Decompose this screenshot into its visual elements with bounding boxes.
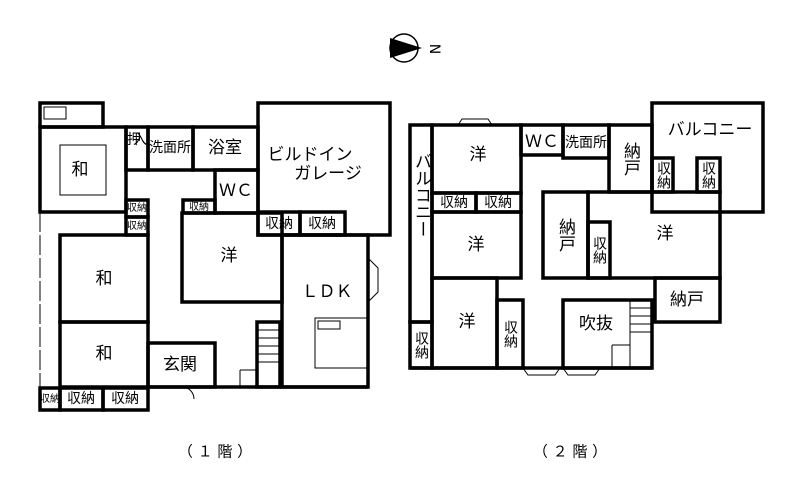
- label-nando-2: 納戸: [555, 218, 576, 252]
- label-storage: 収納: [40, 392, 60, 405]
- floor-2-caption: （ ２ 階 ）: [533, 443, 607, 461]
- label-genkan: 玄関: [163, 355, 197, 375]
- label-storage: 収納: [127, 219, 147, 232]
- label-storage: 収納: [127, 201, 147, 214]
- label-storage: 収納: [591, 236, 607, 265]
- label-storage: 収納: [67, 391, 95, 407]
- label-washitsu-3: 和: [96, 344, 113, 364]
- label-storage: 収納: [440, 195, 468, 211]
- label-storage: 収納: [265, 216, 293, 232]
- label-you-2: 洋: [468, 235, 485, 255]
- entrance-door-icon: [181, 386, 195, 400]
- stairs-1f: [239, 320, 282, 389]
- label-you-4: 洋: [657, 224, 674, 244]
- label-storage: 収納: [700, 161, 716, 190]
- floor-2-plan: バルコニー 洋 収納 収納 洋 洋 収納 収納 ＷＣ 洗面所 納戸 バルコニー …: [408, 101, 765, 461]
- label-storage: 収納: [111, 391, 139, 407]
- compass-icon: N: [389, 33, 442, 63]
- label-wc-2f: ＷＣ: [525, 132, 559, 152]
- room-fukinuke: [561, 298, 654, 370]
- label-storage: 収納: [484, 195, 512, 211]
- compass-label: N: [426, 44, 442, 54]
- label-oshiire: 押入: [127, 132, 147, 148]
- label-youshitsu-1f: 洋: [221, 246, 238, 266]
- label-senmenjo-2f: 洗面所: [565, 135, 607, 151]
- label-garage-2: ガレージ: [294, 164, 362, 184]
- floor-1-caption: （ １ 階 ）: [178, 443, 252, 461]
- label-washitsu-1: 和: [72, 160, 89, 180]
- floor-1-plan: 和 押入 洗面所 浴室 ビルドイン ガレージ ＷＣ 収納 収納 収納 収納 収納…: [38, 101, 392, 461]
- label-storage: 収納: [413, 331, 429, 360]
- label-yokushitsu: 浴室: [208, 138, 242, 158]
- label-storage: 収納: [655, 161, 671, 190]
- label-senmenjo-1f: 洗面所: [149, 140, 191, 156]
- label-you-3: 洋: [459, 312, 476, 332]
- label-storage: 収納: [502, 320, 518, 349]
- label-wc-1f: ＷＣ: [219, 181, 253, 201]
- label-balcony-left: バルコニー: [411, 153, 431, 238]
- label-you-1: 洋: [470, 145, 487, 165]
- label-washitsu-2: 和: [96, 269, 113, 289]
- stairs-2f: [611, 299, 653, 369]
- room-ldk: [280, 233, 370, 389]
- label-garage-1: ビルドイン: [268, 145, 353, 165]
- label-fukinuke: 吹抜: [579, 314, 613, 334]
- label-nando-1: 納戸: [620, 142, 641, 176]
- label-storage: 収納: [189, 200, 209, 213]
- label-ldk: ＬＤＫ: [302, 282, 353, 302]
- label-nando-3: 納戸: [670, 290, 704, 310]
- label-balcony-right: バルコニー: [668, 120, 753, 140]
- label-storage: 収納: [308, 216, 336, 232]
